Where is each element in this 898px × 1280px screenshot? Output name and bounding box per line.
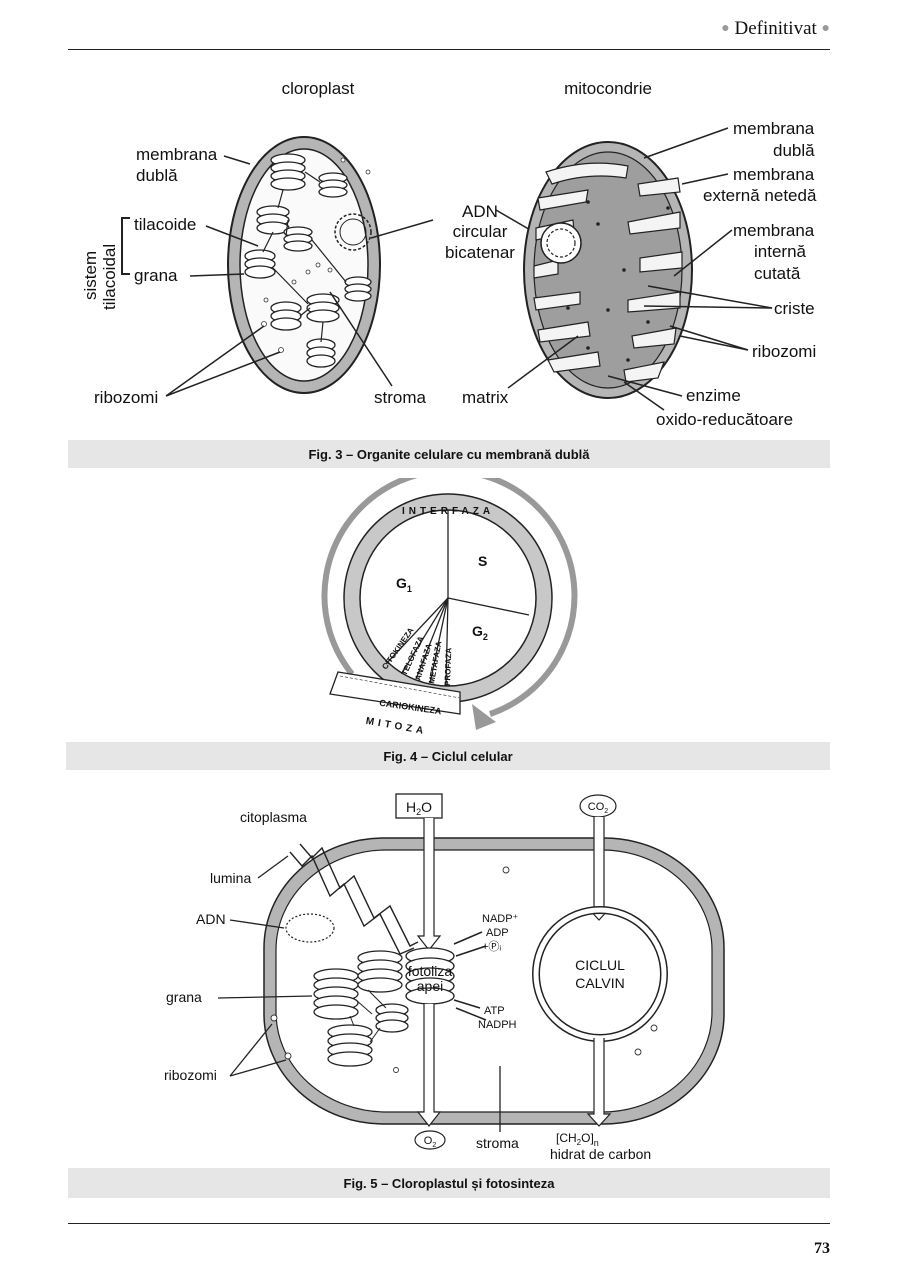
h2o-label: H2O <box>406 799 432 817</box>
g2-phase-label: G2 <box>472 623 488 642</box>
ribozomi-label-fig5: ribozomi <box>164 1067 217 1083</box>
matrix-label: matrix <box>462 388 509 407</box>
svg-text:sistem: sistem <box>81 251 100 300</box>
adn-label: ADN <box>462 202 498 221</box>
bicatenar-label: bicatenar <box>445 243 515 262</box>
enzime-label: enzime <box>686 386 741 405</box>
mito-externa-neteda-label: externă netedă <box>703 186 817 205</box>
mito-interna-label: internă <box>754 242 807 261</box>
footer-rule <box>68 1223 830 1224</box>
fig3-organelles-diagram: cloroplast mitocondrie <box>81 79 817 429</box>
header-rule <box>68 49 830 50</box>
criste-label: criste <box>774 299 815 318</box>
oxido-reducatoare-label: oxido-reducătoare <box>656 410 793 429</box>
hidrat-label: hidrat de carbon <box>550 1146 651 1162</box>
adp-label: ADP <box>486 927 509 939</box>
mitochondrion-drawing <box>523 141 693 399</box>
mito-dubla-label: dublă <box>773 141 815 160</box>
calvin-label: CALVIN <box>575 975 625 991</box>
cloroplast-title: cloroplast <box>282 79 355 98</box>
stroma-label: stroma <box>374 388 427 407</box>
co2-label: CO2 <box>588 801 609 815</box>
header-title: Definitivat <box>734 18 817 39</box>
page-number: 73 <box>814 1240 830 1257</box>
adn-label-fig5: ADN <box>196 911 226 927</box>
citoplasma-label: citoplasma <box>240 809 307 825</box>
bullet-icon: ● <box>721 21 730 36</box>
mito-ribozomi-label: ribozomi <box>752 342 816 361</box>
mito-cutata-label: cutată <box>754 264 801 283</box>
profaza-label: PROFAZA <box>443 647 453 686</box>
tilacoide-label: tilacoide <box>134 215 196 234</box>
o2-label: O2 <box>424 1135 437 1149</box>
fotoliza-label: fotoliza <box>408 963 453 979</box>
chloroplast-drawing <box>227 136 381 394</box>
running-header: ● Definitivat ● <box>721 18 830 40</box>
dubla-label: dublă <box>136 166 178 185</box>
bullet-icon: ● <box>821 21 830 36</box>
nadph-label: NADPH <box>478 1019 517 1031</box>
membrana-label: membrana <box>136 145 218 164</box>
fig3-caption: Fig. 3 – Organite celulare cu membrană d… <box>68 440 830 468</box>
fig4-cell-cycle-diagram: CARIOKINEZA MITOZA INTERFAZA S G1 G2 CIT… <box>321 478 578 738</box>
s-phase-label: S <box>478 553 487 569</box>
ribozomi-label: ribozomi <box>94 388 158 407</box>
lumina-label: lumina <box>210 870 251 886</box>
mito-membrana-int-label: membrana <box>733 221 815 240</box>
mitoza-label: MITOZA <box>365 716 428 738</box>
mitocondrie-title: mitocondrie <box>564 79 652 98</box>
svg-text:tilacoidal: tilacoidal <box>100 244 119 310</box>
pi-label: +Ⓟᵢ <box>482 940 501 953</box>
stroma-label-fig5: stroma <box>476 1135 519 1151</box>
ch2o-label: [CH2O]n <box>556 1131 599 1148</box>
circular-label: circular <box>453 222 508 241</box>
apei-label: apei <box>417 978 443 994</box>
fig4-caption: Fig. 4 – Ciclul celular <box>66 742 830 770</box>
mito-membrana-ext-label: membrana <box>733 165 815 184</box>
ciclul-label: CICLUL <box>575 957 625 973</box>
atp-label: ATP <box>484 1005 505 1017</box>
interfaza-label: INTERFAZA <box>402 506 494 517</box>
fig5-photosynthesis-diagram: H2O fotoliza apei O2 CO2 CICLUL CALVIN <box>164 793 725 1162</box>
grana-label-fig5: grana <box>166 989 202 1005</box>
sistem-tilacoidal-label: sistem tilacoidal <box>81 244 119 310</box>
nadp-label: NADP⁺ <box>482 913 519 925</box>
g1-phase-label: G1 <box>396 575 412 594</box>
mito-membrana-label: membrana <box>733 119 815 138</box>
grana-label: grana <box>134 266 178 285</box>
fig5-caption: Fig. 5 – Cloroplastul și fotosinteza <box>68 1168 830 1198</box>
